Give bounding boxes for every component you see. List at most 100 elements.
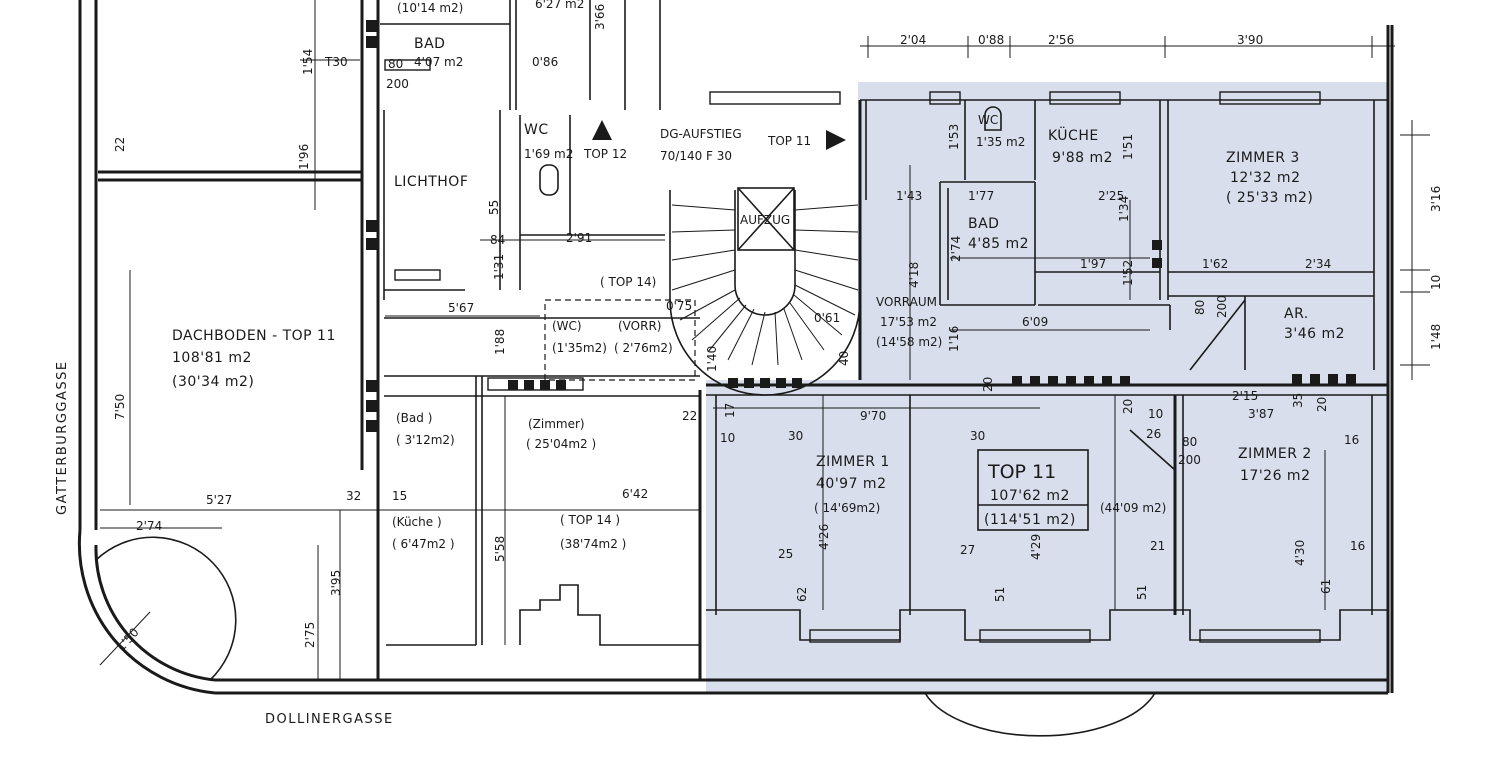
svg-text:80: 80: [1193, 300, 1207, 315]
top11-name: TOP 11: [987, 461, 1056, 483]
kueche-paren-area: ( 6'47m2 ): [392, 537, 455, 551]
svg-text:26: 26: [1146, 427, 1161, 441]
vorr-paren-area: ( 2'76m2): [614, 341, 673, 355]
vorraum-area: 17'53 m2: [880, 315, 937, 329]
zimmer2-area: 17'26 m2: [1240, 468, 1310, 484]
svg-text:9'70: 9'70: [860, 409, 886, 423]
svg-text:40: 40: [837, 351, 851, 366]
outer-walls: [77, 0, 1394, 695]
top-area-b: 6'27 m2: [535, 0, 584, 11]
svg-text:55: 55: [487, 200, 501, 215]
svg-text:1'88: 1'88: [493, 329, 507, 355]
vorr-paren-name: (VORR): [618, 319, 661, 333]
svg-text:2'04: 2'04: [900, 33, 926, 47]
vorraum-alt: (14'58 m2): [876, 335, 942, 349]
dg-aufstieg-name: DG-AUFSTIEG: [660, 127, 742, 141]
svg-text:30: 30: [970, 429, 985, 443]
lichthof-label: LICHTHOF: [394, 174, 468, 190]
top12-triangle-icon: [592, 120, 612, 140]
svg-text:1'31: 1'31: [492, 254, 506, 280]
top11-area: 107'62 m2: [990, 488, 1070, 504]
svg-text:0'75: 0'75: [666, 299, 692, 313]
svg-text:2'56: 2'56: [1048, 33, 1074, 47]
svg-text:2'34: 2'34: [1305, 257, 1331, 271]
svg-text:3'66: 3'66: [593, 4, 607, 30]
svg-text:2'74: 2'74: [136, 519, 162, 533]
street-left: GATTERBURGGASSE: [55, 360, 70, 515]
dachboden-alt: (30'34 m2): [172, 374, 254, 390]
top11-walls: [706, 99, 1388, 737]
svg-text:1'96: 1'96: [297, 144, 311, 170]
dg-aufstieg-spec: 70/140 F 30: [660, 149, 732, 163]
bad-paren-area: ( 3'12m2): [396, 433, 455, 447]
svg-text:21: 21: [1150, 539, 1165, 553]
top-area-a: (10'14 m2): [397, 1, 463, 15]
svg-text:1'53: 1'53: [947, 124, 961, 150]
ar-area: 3'46 m2: [1284, 326, 1345, 342]
svg-text:3'16: 3'16: [1429, 186, 1443, 212]
bad-right-name: BAD: [968, 216, 999, 232]
svg-text:5'27: 5'27: [206, 493, 232, 507]
wc-left-name: WC: [524, 122, 549, 138]
svg-text:4'30: 4'30: [1293, 540, 1307, 566]
wc-paren-name: (WC): [552, 319, 582, 333]
kueche-paren-name: (Küche ): [392, 515, 442, 529]
dachboden-name: DACHBODEN - TOP 11: [172, 328, 336, 344]
svg-text:25: 25: [778, 547, 793, 561]
wc-paren-area: (1'35m2): [552, 341, 607, 355]
dimension-lines: [99, 0, 1430, 680]
street-bottom: DOLLINERGASSE: [265, 712, 394, 727]
bad-paren-name: (Bad ): [396, 411, 432, 425]
svg-text:1'43: 1'43: [896, 189, 922, 203]
bad-right-area: 4'85 m2: [968, 236, 1029, 252]
zimmer3-name: ZIMMER 3: [1226, 150, 1300, 166]
dimension-labels: 2'04 0'88 2'56 3'90 3'16 10 1'48 1'54 T3…: [113, 4, 1443, 654]
svg-text:1'52: 1'52: [1121, 260, 1135, 286]
top11-highlight: [706, 82, 1388, 693]
svg-text:2'15: 2'15: [1232, 389, 1258, 403]
svg-text:1'40: 1'40: [705, 346, 719, 372]
svg-text:1'50: 1'50: [114, 625, 142, 654]
svg-text:2'25: 2'25: [1098, 189, 1124, 203]
wc-left-area: 1'69 m2: [524, 147, 573, 161]
svg-text:51: 51: [1135, 585, 1149, 600]
zimmer1-area: 40'97 m2: [816, 476, 886, 492]
svg-text:35: 35: [1291, 393, 1305, 408]
zimmer2-name: ZIMMER 2: [1238, 446, 1312, 462]
aufzug-label: AUFZUG: [740, 213, 790, 227]
svg-text:15: 15: [392, 489, 407, 503]
svg-text:6'42: 6'42: [622, 487, 648, 501]
left-walls: [360, 0, 702, 680]
bad-top-area: 4'07 m2: [414, 55, 463, 69]
svg-text:1'16: 1'16: [947, 326, 961, 352]
dachboden-area: 108'81 m2: [172, 350, 252, 366]
svg-text:22: 22: [113, 137, 127, 152]
top14-area: (38'74m2 ): [560, 537, 626, 551]
svg-text:6'09: 6'09: [1022, 315, 1048, 329]
svg-text:3'95: 3'95: [329, 570, 343, 596]
svg-text:16: 16: [1350, 539, 1365, 553]
svg-text:3'87: 3'87: [1248, 407, 1274, 421]
svg-text:2'75: 2'75: [303, 622, 317, 648]
zimmer-paren-area: ( 25'04m2 ): [526, 437, 596, 451]
svg-text:84: 84: [490, 233, 505, 247]
svg-text:2'74: 2'74: [949, 236, 963, 262]
svg-text:10: 10: [720, 431, 735, 445]
svg-text:1'51: 1'51: [1121, 134, 1135, 160]
top12-label: TOP 12: [583, 147, 627, 161]
svg-text:32: 32: [346, 489, 361, 503]
svg-text:1'48: 1'48: [1429, 324, 1443, 350]
svg-text:17: 17: [723, 403, 737, 418]
vorraum-name: VORRAUM: [876, 295, 937, 309]
svg-text:0'86: 0'86: [532, 55, 558, 69]
svg-text:80: 80: [1182, 435, 1197, 449]
svg-text:20: 20: [981, 377, 995, 392]
svg-text:0'61: 0'61: [814, 311, 840, 325]
svg-text:4'26: 4'26: [817, 524, 831, 550]
bad-top-name: BAD: [414, 36, 445, 52]
svg-text:16: 16: [1344, 433, 1359, 447]
svg-text:80: 80: [388, 57, 403, 71]
svg-text:10: 10: [1148, 407, 1163, 421]
svg-text:0'88: 0'88: [978, 33, 1004, 47]
